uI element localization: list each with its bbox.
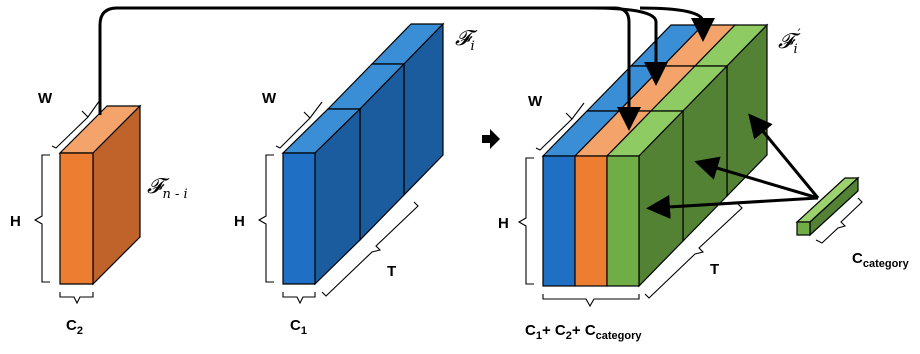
tensor-b-width-brace xyxy=(275,101,323,149)
category-label: Ccategory xyxy=(852,250,910,270)
tensor-b-front-face xyxy=(282,152,316,285)
tensor-b-channel-brace xyxy=(282,292,316,305)
out-front-blue-face xyxy=(542,155,576,287)
tensor-b-feature-label: 𝓕i xyxy=(455,26,478,54)
category-vector-front xyxy=(796,221,811,236)
tensor-a-channel-brace xyxy=(59,292,94,305)
out-channel-label: C1+ C2+ Ccategory xyxy=(525,322,642,342)
tensor-b-channel-label: C1 xyxy=(290,317,307,337)
tensor-b-height-brace xyxy=(257,154,274,283)
skip-arrow-orange xyxy=(98,6,641,131)
out-front-orange-face xyxy=(574,155,608,287)
category-vector xyxy=(795,176,860,237)
right-arrow-icon xyxy=(482,129,500,149)
tensor-a-channel-label: C2 xyxy=(66,317,83,337)
out-height-brace xyxy=(517,157,534,285)
tensor-a-front-face xyxy=(59,152,94,285)
tensor-b-width-label: W xyxy=(262,90,277,107)
tensor-b-time-brace xyxy=(321,201,419,297)
tensor-a-width-label: W xyxy=(38,90,53,107)
out-front-green-face xyxy=(606,155,640,287)
tensor-a-height-brace xyxy=(33,154,50,283)
tensor-b-time-label: T xyxy=(387,263,396,280)
out-time-label: T xyxy=(710,261,719,278)
tensor-b-height-label: H xyxy=(234,213,245,230)
category-arrow-to-front xyxy=(646,194,819,219)
category-arrow-to-back xyxy=(748,113,820,199)
out-width-brace xyxy=(535,102,585,151)
tensor-a-width-brace xyxy=(51,99,101,149)
skip-arrow-blue-1 xyxy=(589,6,668,86)
tensor-a-height-label: H xyxy=(10,213,21,230)
out-channel-brace xyxy=(542,294,640,308)
skip-arrow-blue-2 xyxy=(639,6,715,42)
out-time-brace xyxy=(644,203,743,299)
out-width-label: W xyxy=(528,93,543,110)
out-feature-label: 𝓕i′ xyxy=(778,27,801,57)
tensor-b-cuboid xyxy=(281,22,445,286)
category-arrow-to-middle xyxy=(694,156,819,200)
out-height-label: H xyxy=(498,215,509,232)
tensor-a-cuboid xyxy=(58,104,142,286)
tensor-a-feature-label: 𝓕n - i xyxy=(147,174,188,202)
category-brace xyxy=(815,197,863,244)
